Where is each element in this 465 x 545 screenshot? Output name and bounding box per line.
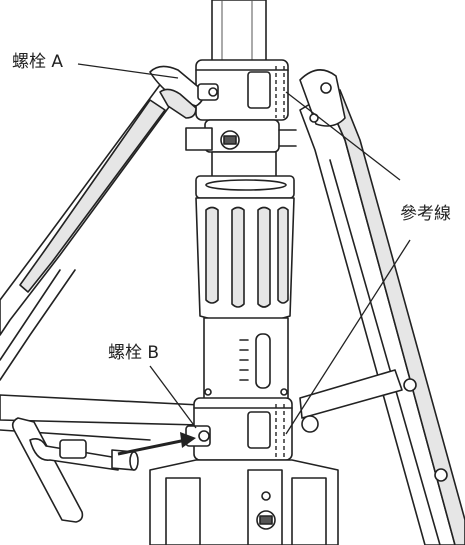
top-collar xyxy=(149,59,289,121)
bottom-collar xyxy=(185,397,293,461)
upper-tube xyxy=(211,151,277,179)
mid-clamp xyxy=(185,119,297,153)
right-strut xyxy=(299,369,403,433)
arrow-to-bolt-b xyxy=(117,432,196,456)
grip-knob xyxy=(195,175,295,324)
t-handle-wrench-icon xyxy=(11,417,139,523)
center-column xyxy=(211,0,267,71)
left-leg xyxy=(0,77,181,381)
scale-tube xyxy=(203,317,289,405)
label-bolt-b: 螺栓 B xyxy=(106,343,162,363)
label-reference-line: 參考線 xyxy=(398,204,453,224)
right-leg xyxy=(299,69,465,545)
leader-lines xyxy=(77,63,411,435)
reference-marks xyxy=(275,66,285,458)
base-housing xyxy=(149,459,339,545)
label-bolt-a: 螺栓 A xyxy=(10,52,66,72)
